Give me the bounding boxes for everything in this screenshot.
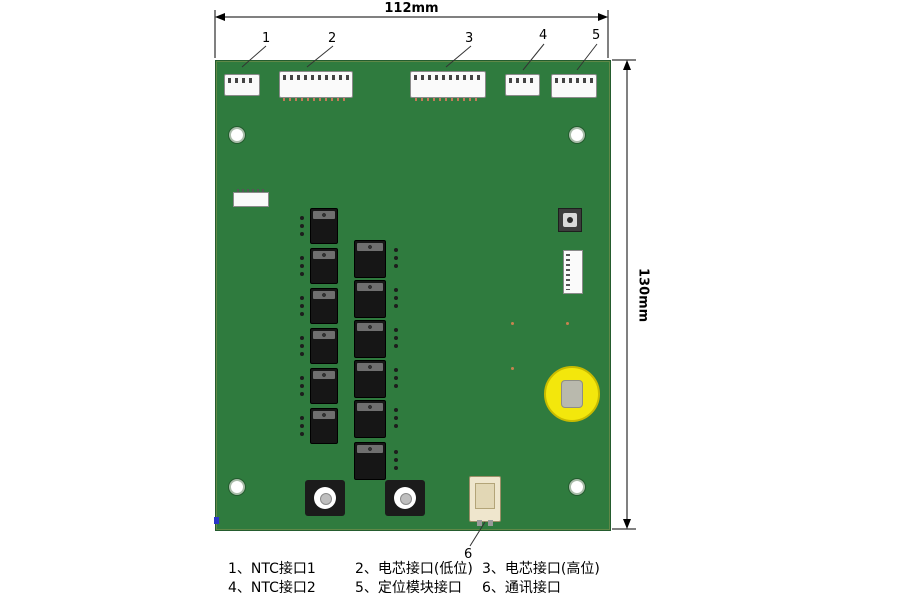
pcb-board <box>215 60 611 531</box>
transistor <box>310 328 338 364</box>
transistor <box>354 400 386 438</box>
transistor <box>310 208 338 244</box>
connector-positioning-module <box>551 74 597 98</box>
transistor-pins <box>300 296 304 300</box>
transistor-pins <box>300 216 304 220</box>
transistor <box>310 248 338 284</box>
connector-cell-low <box>279 71 353 98</box>
board-mark <box>214 517 219 524</box>
push-button <box>305 480 345 516</box>
connector-ntc2 <box>505 74 540 96</box>
callout-2: 2 <box>328 31 337 46</box>
transistor-pins <box>300 416 304 420</box>
small-header-connector <box>233 189 269 207</box>
push-button <box>385 480 425 516</box>
callout-6: 6 <box>464 547 473 562</box>
mounting-hole <box>229 127 245 143</box>
legend-item-ntc1: 1、NTC接口1 <box>228 561 316 577</box>
transistor-pins <box>394 450 398 454</box>
pad-dot <box>511 367 514 370</box>
pad-dot <box>511 322 514 325</box>
transistor <box>354 320 386 358</box>
callout-3: 3 <box>465 31 474 46</box>
transistor <box>354 240 386 278</box>
callout-4: 4 <box>539 28 548 43</box>
legend-item-cell-high: 3、电芯接口(高位) <box>482 561 600 577</box>
transistor-pins <box>394 288 398 292</box>
transistor <box>310 288 338 324</box>
transistor-pins <box>300 256 304 260</box>
mounting-hole <box>229 479 245 495</box>
connector-ntc1 <box>224 74 260 96</box>
transistor <box>354 442 386 480</box>
mounting-hole <box>569 479 585 495</box>
legend-item-positioning: 5、定位模块接口 <box>355 580 462 596</box>
dimension-width-label: 112mm <box>384 1 439 16</box>
callout-5: 5 <box>592 28 601 43</box>
legend-item-ntc2: 4、NTC接口2 <box>228 580 316 596</box>
transistor-pins <box>300 376 304 380</box>
transistor <box>354 360 386 398</box>
mounting-hole <box>569 127 585 143</box>
solder-pads <box>415 98 479 101</box>
solder-pads <box>283 98 347 101</box>
buzzer <box>544 366 600 422</box>
transistor <box>310 368 338 404</box>
dimension-height-label: 130mm <box>635 267 651 323</box>
connector-cell-high <box>410 71 486 98</box>
pad-dot <box>566 322 569 325</box>
right-header-connector <box>563 250 583 294</box>
callout-1: 1 <box>262 31 271 46</box>
tactile-switch <box>558 208 582 232</box>
transistor <box>354 280 386 318</box>
transistor <box>310 408 338 444</box>
transistor-pins <box>394 248 398 252</box>
legend-item-communication: 6、通讯接口 <box>482 580 561 596</box>
transistor-pins <box>300 336 304 340</box>
transistor-pins <box>394 368 398 372</box>
transistor-pins <box>394 408 398 412</box>
transistor-pins <box>394 328 398 332</box>
legend-item-cell-low: 2、电芯接口(低位) <box>355 561 473 577</box>
connector-communication <box>469 476 501 526</box>
